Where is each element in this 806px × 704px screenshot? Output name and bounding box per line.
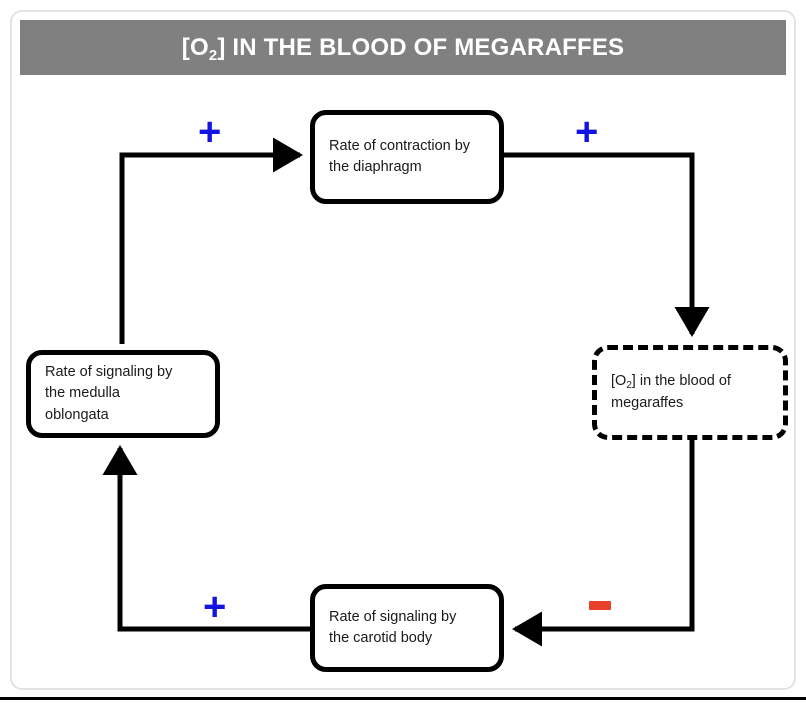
- bottom-divider: [0, 697, 806, 700]
- node-rate-of-signaling-by-the-carotid-body[interactable]: Rate of signaling by the carotid body: [310, 584, 504, 672]
- node-label: Rate of signaling by the carotid body: [329, 607, 456, 649]
- node-label-prefix: [O: [611, 373, 627, 390]
- node-o2-in-the-blood-of-megaraffes[interactable]: [O2] in the blood of megaraffes: [592, 345, 788, 440]
- edge-medulla-to-diaphragm: [119, 137, 303, 344]
- node-label-line2: megaraffes: [611, 394, 684, 411]
- edge-sign-plus-carotid-to-medulla: +: [203, 585, 227, 629]
- node-label-line2: the diaphragm: [329, 159, 422, 175]
- title-suffix: ] IN THE BLOOD OF MEGARAFFES: [217, 33, 625, 61]
- title-prefix: [O: [181, 33, 209, 61]
- page-title: [O2] IN THE BLOOD OF MEGARAFFES: [181, 33, 625, 64]
- node-label: [O2] in the blood of megaraffes: [611, 371, 731, 413]
- diagram-card: [O2] IN THE BLOOD OF MEGARAFFES: [10, 10, 796, 690]
- node-label-line1: Rate of signaling by: [45, 364, 173, 381]
- node-rate-of-contraction-by-the-diaphragm[interactable]: Rate of contraction by the diaphragm: [310, 110, 504, 204]
- node-label-line3: oblongata: [45, 406, 109, 423]
- node-label: Rate of signaling by the medulla oblongata: [45, 362, 172, 425]
- node-rate-of-signaling-by-the-medulla-oblongata[interactable]: Rate of signaling by the medulla oblongata: [26, 350, 220, 438]
- node-label-line1: Rate of contraction by: [329, 137, 471, 154]
- edge-sign-plus-diaphragm-to-o2: +: [575, 110, 599, 154]
- node-label-line2: the carotid body: [329, 630, 433, 646]
- edge-diaphragm-to-o2: [504, 152, 710, 337]
- node-label-suffix: ] in the blood of: [631, 373, 731, 390]
- node-label-line2: the medulla: [45, 385, 120, 402]
- node-label-line1: Rate of signaling by: [329, 608, 457, 625]
- card-header: [O2] IN THE BLOOD OF MEGARAFFES: [20, 20, 786, 75]
- edge-sign-plus-medulla-to-diaphragm: +: [198, 110, 222, 154]
- node-label-subscript: 2: [626, 380, 632, 392]
- edge-sign-minus-o2-to-carotid: [589, 601, 611, 610]
- title-subscript: 2: [208, 47, 218, 64]
- node-label: Rate of contraction by the diaphragm: [329, 136, 470, 178]
